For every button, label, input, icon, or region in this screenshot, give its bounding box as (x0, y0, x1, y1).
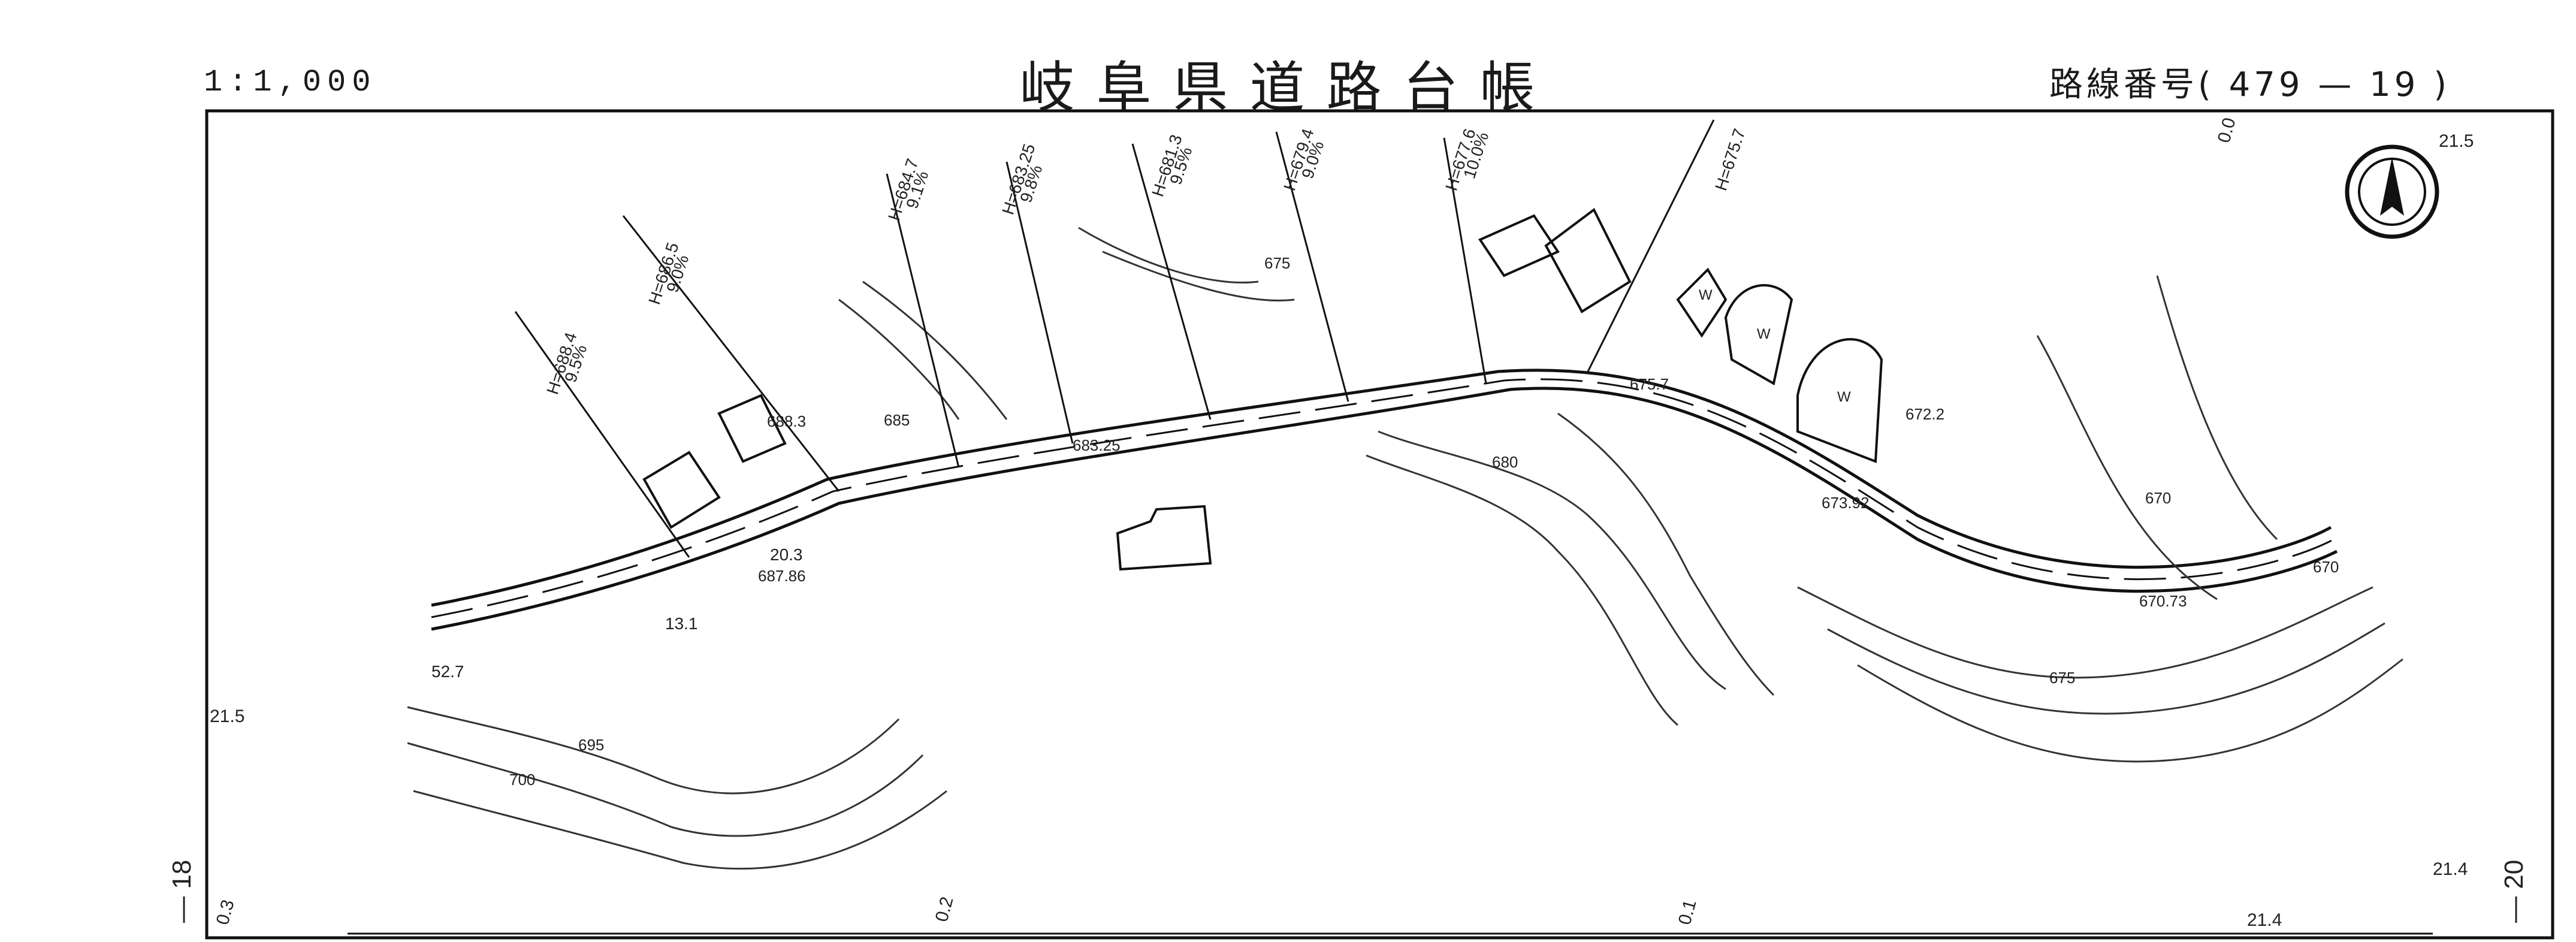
section-lines (514, 119, 1715, 558)
contour-label: 695 (578, 736, 604, 754)
profile-h: H=675.7 (1711, 126, 1748, 193)
contour-label: 685 (884, 411, 910, 429)
water-label: W (1699, 287, 1713, 303)
contour-lines (407, 227, 2403, 870)
elevation-label: 683.25 (1073, 436, 1121, 454)
contour-label: 700 (509, 771, 535, 789)
contour-label: 675 (2049, 669, 2075, 687)
water-tanks (1676, 267, 1883, 463)
route-number-value: 479 — 19 (2228, 65, 2420, 104)
elevation-label: 673.92 (1822, 494, 1870, 512)
contour-label: 670 (2145, 489, 2171, 507)
area-label: 20.3 (770, 545, 803, 564)
sheet-ref-right: — 20 (2499, 860, 2529, 923)
route-number-label: 路線番号 (2049, 65, 2198, 104)
contour-label: 670 (2313, 558, 2339, 576)
grid-mark: 21.4 (2247, 910, 2282, 930)
contour-label: 680 (1492, 453, 1518, 471)
area-label: 52.7 (431, 662, 464, 681)
buildings (642, 207, 1632, 571)
grid-mark: 21.5 (2439, 131, 2474, 151)
water-label: W (1757, 326, 1771, 342)
station-mark: 0.2 (932, 895, 958, 924)
elevation-label: 672.2 (1905, 405, 1944, 423)
elevation-label: 688.3 (767, 412, 806, 430)
map-frame (205, 109, 2554, 940)
grid-mark: 21.4 (2433, 859, 2468, 879)
sheet-ref-left: — 18 (167, 860, 197, 923)
road (431, 369, 2338, 631)
north-arrow-icon (2345, 144, 2439, 239)
area-label: 13.1 (665, 614, 698, 633)
contour-label: 675 (1264, 254, 1290, 272)
elevation-label: 670.73 (2139, 592, 2187, 610)
map-labels: 688.3 683.25 687.86 675.7 672.2 673.92 6… (167, 116, 2529, 930)
water-label: W (1837, 389, 1851, 405)
elevation-label: 675.7 (1630, 375, 1669, 393)
station-mark: 0.3 (213, 898, 238, 927)
grid-mark: 21.5 (210, 707, 244, 726)
map-scale: 1:1,000 (204, 65, 377, 100)
route-number: 路線番号( 479 — 19 ) (2049, 65, 2451, 104)
map-title: 岐阜県道路台帳 (1019, 56, 1557, 120)
station-mark: 0.0 (2214, 116, 2240, 145)
elevation-label: 687.86 (758, 567, 806, 585)
station-mark: 0.1 (1675, 898, 1701, 927)
